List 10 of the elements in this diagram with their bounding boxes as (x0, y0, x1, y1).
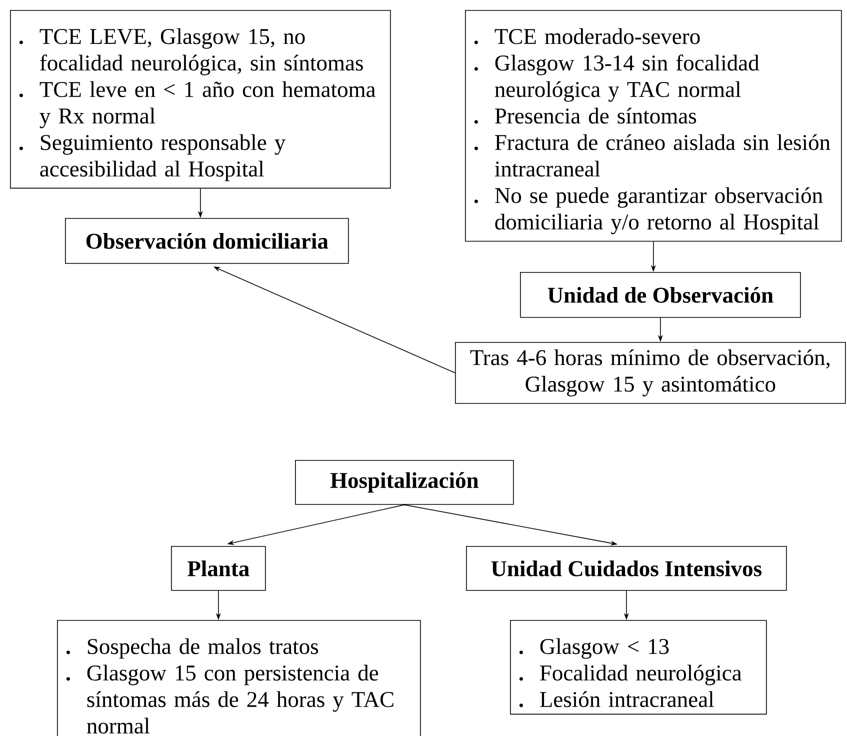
outcome-box: Observación domiciliaria (65, 218, 349, 264)
criteria-box: Sospecha de malos tratos Glasgow 15 con persistencia de síntomas más de 24 horas y TAC normal (57, 620, 421, 736)
condition-box: Tras 4-6 horas mínimo de observación, Glasgow 15 y asintomático (455, 342, 846, 404)
criteria-box: TCE LEVE, Glasgow 15, no focalidad neurológica, sin síntomas TCE leve en < 1 año con hematoma y Rx normal Seguimiento responsable y accesibilidad al Hospital (10, 10, 391, 189)
criteria-box: Glasgow < 13 Focalidad neurológica Lesión intracraneal (510, 620, 767, 715)
outcome-box: Unidad Cuidados Intensivos (466, 546, 787, 591)
outcome-box: Unidad de Observación (520, 272, 801, 318)
criteria-box: TCE moderado-severo Glasgow 13-14 sin focalidad neurológica y TAC normal Presencia de síntomas Fractura de cráneo aislada sin lesión intracraneal No se puede garantizar observación domiciliaria y/o retorno al Hospital (465, 10, 842, 242)
outcome-box: Planta (171, 546, 266, 591)
outcome-box: Hospitalización (295, 460, 514, 505)
